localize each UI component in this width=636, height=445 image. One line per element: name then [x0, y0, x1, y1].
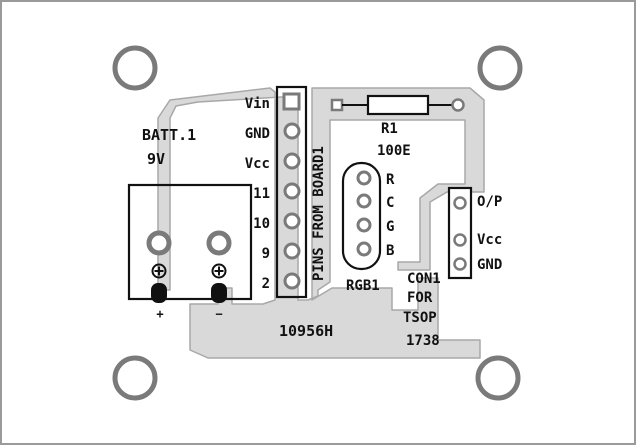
positive-symbol-icon [151, 263, 167, 279]
mounting-hole-top-left [112, 45, 158, 91]
rgb-pin-label-r: R [386, 172, 395, 188]
tsop-connector-outline [447, 186, 473, 280]
tsop-pin-pad [453, 196, 467, 210]
header-pin-label-11: 11 [253, 186, 270, 202]
tsop-pin-pad [453, 257, 467, 271]
header-pin-pad [283, 272, 301, 290]
rgb-pin-pad [356, 217, 372, 233]
header-pin-label-vcc: Vcc [245, 156, 270, 172]
resistor-value: 100E [377, 143, 411, 159]
header-pin-square-pad [282, 92, 301, 111]
rgb-pin-pad [356, 193, 372, 209]
header-pin-label-gnd: GND [245, 126, 270, 142]
rgb-led-name: RGB1 [346, 278, 380, 294]
header-pin-pad [283, 242, 301, 260]
battery-pad-positive [146, 230, 172, 256]
header-pin-pad [283, 182, 301, 200]
header-pin-pad [283, 212, 301, 230]
rgb-pin-label-g: G [386, 219, 394, 235]
positive-symbol-icon-2 [211, 263, 227, 279]
battery-label: BATT.1 [142, 126, 196, 144]
tsop-pin-label-op: O/P [477, 194, 502, 210]
resistor-pad-right [451, 98, 465, 112]
battery-connector: BATT.1 9V + − [127, 126, 253, 321]
resistor-body [366, 94, 430, 116]
mounting-hole-bottom-left [112, 355, 158, 401]
battery-terminal-positive [151, 283, 167, 303]
rgb-led: R C G B RGB1 [341, 161, 395, 294]
tsop-pin-label-vcc: Vcc [477, 232, 502, 248]
battery-outline [127, 183, 253, 301]
main-trace [157, 87, 485, 359]
header-pins-board1: Vin GND Vcc 11 10 9 2 PINS FROM BOARD1 [245, 85, 327, 299]
rgb-pin-pad [356, 170, 372, 186]
battery-voltage: 9V [147, 150, 165, 168]
board-id: 10956H [279, 322, 333, 340]
resistor-name: R1 [381, 121, 398, 137]
tsop-caption-line1: CON1 [407, 271, 441, 287]
battery-pad-negative [206, 230, 232, 256]
tsop-caption-line3: TSOP [403, 310, 437, 326]
tsop-pin-pad [453, 233, 467, 247]
rgb-pin-pad [356, 241, 372, 257]
header-pin-label-10: 10 [253, 216, 270, 232]
header-outline [275, 85, 308, 299]
header-title: PINS FROM BOARD1 [311, 146, 327, 281]
header-pin-pad [283, 152, 301, 170]
tsop-caption-line4: 1738 [406, 333, 440, 349]
resistor-r1: R1 100E [330, 94, 465, 159]
tsop-pin-label-gnd: GND [477, 257, 502, 273]
rgb-pin-label-c: C [386, 195, 394, 211]
copper-traces [157, 87, 485, 359]
header-pin-pad [283, 122, 301, 140]
mounting-holes [112, 45, 523, 401]
mounting-hole-bottom-right [475, 355, 521, 401]
header-pin-label-2: 2 [262, 276, 270, 292]
rgb-pin-label-b: B [386, 243, 394, 259]
battery-plus-mark: + [156, 307, 163, 321]
header-pin-label-9: 9 [262, 246, 270, 262]
resistor-pad-left [330, 98, 344, 112]
mounting-hole-top-right [477, 45, 523, 91]
battery-minus-mark: − [215, 307, 222, 321]
tsop-connector: O/P Vcc GND CON1 FOR TSOP 1738 [403, 186, 502, 349]
tsop-caption-line2: FOR [407, 290, 433, 306]
rgb-led-outline [341, 161, 382, 271]
header-pin-label-vin: Vin [245, 96, 270, 112]
battery-terminal-negative [211, 283, 227, 303]
